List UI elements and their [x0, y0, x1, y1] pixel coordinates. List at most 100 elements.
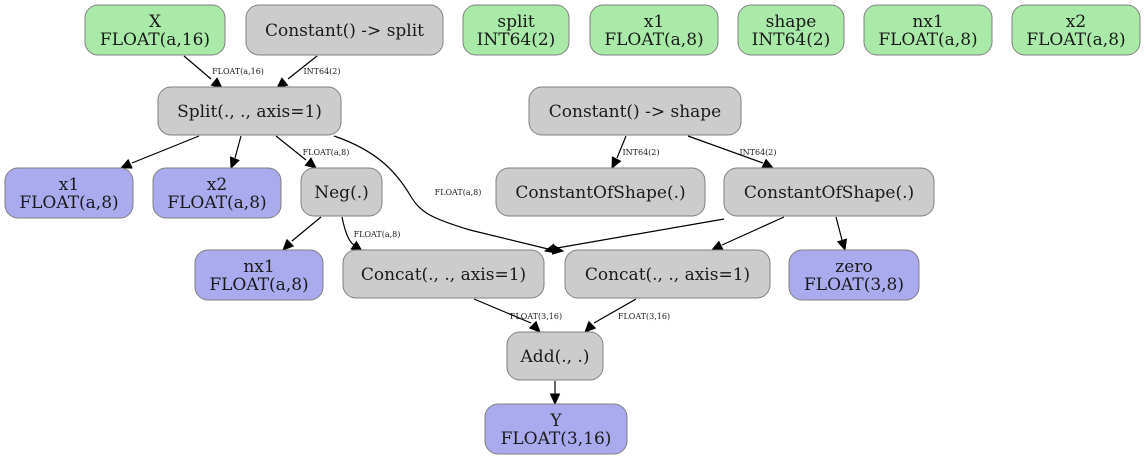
node-type: FLOAT(a,8)	[1026, 30, 1125, 50]
node-neg-op: Neg(.)	[300, 167, 383, 217]
edge-neg-to-nx1	[282, 216, 322, 251]
edge-line	[333, 135, 549, 250]
node-title: X	[149, 12, 162, 32]
node-type: FLOAT(a,8)	[167, 193, 266, 213]
arrowhead	[543, 243, 557, 254]
op-node-box	[528, 86, 742, 136]
edge-line	[287, 55, 318, 80]
node-title: x2	[1066, 12, 1086, 32]
edge-split-to-x1	[119, 135, 200, 169]
node-type: FLOAT(a,8)	[878, 30, 977, 50]
input-node-box	[1011, 4, 1141, 56]
edge-concata-to-add: FLOAT(3,16)	[473, 298, 562, 333]
input-node-box	[863, 4, 993, 56]
edge-split-to-neg: FLOAT(a,8)	[275, 135, 350, 169]
edge-x-to-split: FLOAT(a,16)	[183, 55, 264, 89]
node-split-op: Split(., ., axis=1)	[157, 86, 342, 136]
op-node-box	[564, 249, 771, 299]
node-title: Neg(.)	[314, 183, 369, 203]
edge-line	[291, 216, 322, 242]
input-node-box	[84, 4, 226, 56]
node-concat-b: Concat(., ., axis=1)	[564, 249, 771, 299]
arrowhead	[549, 393, 561, 406]
node-type: INT64(2)	[752, 30, 831, 50]
node-title: Constant() -> shape	[549, 102, 721, 122]
edge-line	[473, 298, 532, 324]
output-node-box	[152, 167, 282, 219]
node-type: FLOAT(a,16)	[100, 30, 210, 50]
edge-constshape-to-cosb: INT64(2)	[687, 135, 777, 169]
arrowhead	[710, 240, 724, 251]
node-type: INT64(2)	[477, 30, 556, 50]
edge-line	[275, 135, 307, 161]
edge-line	[721, 216, 785, 246]
edge-line	[131, 135, 200, 164]
edge-label: INT64(2)	[739, 148, 776, 157]
node-title: nx1	[912, 12, 943, 32]
node-add-op: Add(., .)	[506, 331, 604, 381]
output-node-box	[484, 403, 628, 455]
edge-label: FLOAT(3,16)	[510, 312, 562, 321]
arrowhead	[611, 156, 622, 170]
edge-line	[183, 55, 212, 80]
node-title: Split(., ., axis=1)	[177, 102, 322, 122]
node-cos-a: ConstantOfShape(.)	[495, 167, 706, 217]
node-type: FLOAT(a,8)	[19, 193, 118, 213]
edge-cosb-to-zero	[835, 216, 847, 252]
node-concat-a: Concat(., ., axis=1)	[342, 249, 545, 299]
node-const-split: Constant() -> split	[245, 4, 444, 56]
arrowhead	[119, 158, 133, 169]
arrowhead	[229, 156, 240, 170]
node-title: nx1	[243, 257, 274, 277]
edge-add-to-y	[549, 381, 561, 406]
arrowhead	[304, 157, 317, 169]
edge-label: INT64(2)	[622, 148, 659, 157]
edge-cosb-to-concatb	[710, 216, 785, 251]
node-title: x2	[207, 175, 227, 195]
edge-layer: FLOAT(a,16) INT64(2) FLOAT(a,8) FLOAT(a,8) I…	[119, 55, 847, 406]
node-title: ConstantOfShape(.)	[515, 183, 685, 203]
edge-line	[341, 216, 355, 246]
node-type: FLOAT(3,8)	[804, 275, 904, 295]
node-title: ConstantOfShape(.)	[744, 183, 914, 203]
edge-split-to-x2	[229, 135, 242, 170]
node-cos-b: ConstantOfShape(.)	[723, 167, 935, 217]
edge-line	[616, 135, 627, 159]
edge-label: FLOAT(a,16)	[212, 67, 264, 76]
edge-label: FLOAT(a,8)	[354, 230, 401, 239]
node-title: Y	[549, 411, 562, 431]
node-type: FLOAT(3,16)	[501, 429, 612, 449]
node-type: FLOAT(a,8)	[604, 30, 703, 50]
output-node-box	[194, 249, 324, 301]
arrowhead	[528, 320, 541, 333]
edge-label: FLOAT(3,16)	[618, 312, 670, 321]
node-title: Concat(., ., axis=1)	[585, 265, 750, 285]
edge-concatb-to-add: FLOAT(3,16)	[584, 298, 670, 333]
arrowhead	[836, 238, 847, 252]
edge-label: FLOAT(a,8)	[303, 148, 350, 157]
edge-label: INT64(2)	[303, 67, 340, 76]
output-node-box	[4, 167, 134, 219]
input-node-box	[462, 4, 570, 56]
op-node-box	[157, 86, 342, 136]
input-node-box	[737, 4, 845, 56]
node-title: shape	[766, 12, 817, 32]
node-title: zero	[835, 257, 872, 277]
node-title: split	[497, 12, 534, 32]
node-title: x1	[59, 175, 79, 195]
node-type: FLOAT(a,8)	[209, 275, 308, 295]
output-node-box	[788, 249, 920, 301]
node-const-shape: Constant() -> shape	[528, 86, 742, 136]
input-node-box	[589, 4, 719, 56]
